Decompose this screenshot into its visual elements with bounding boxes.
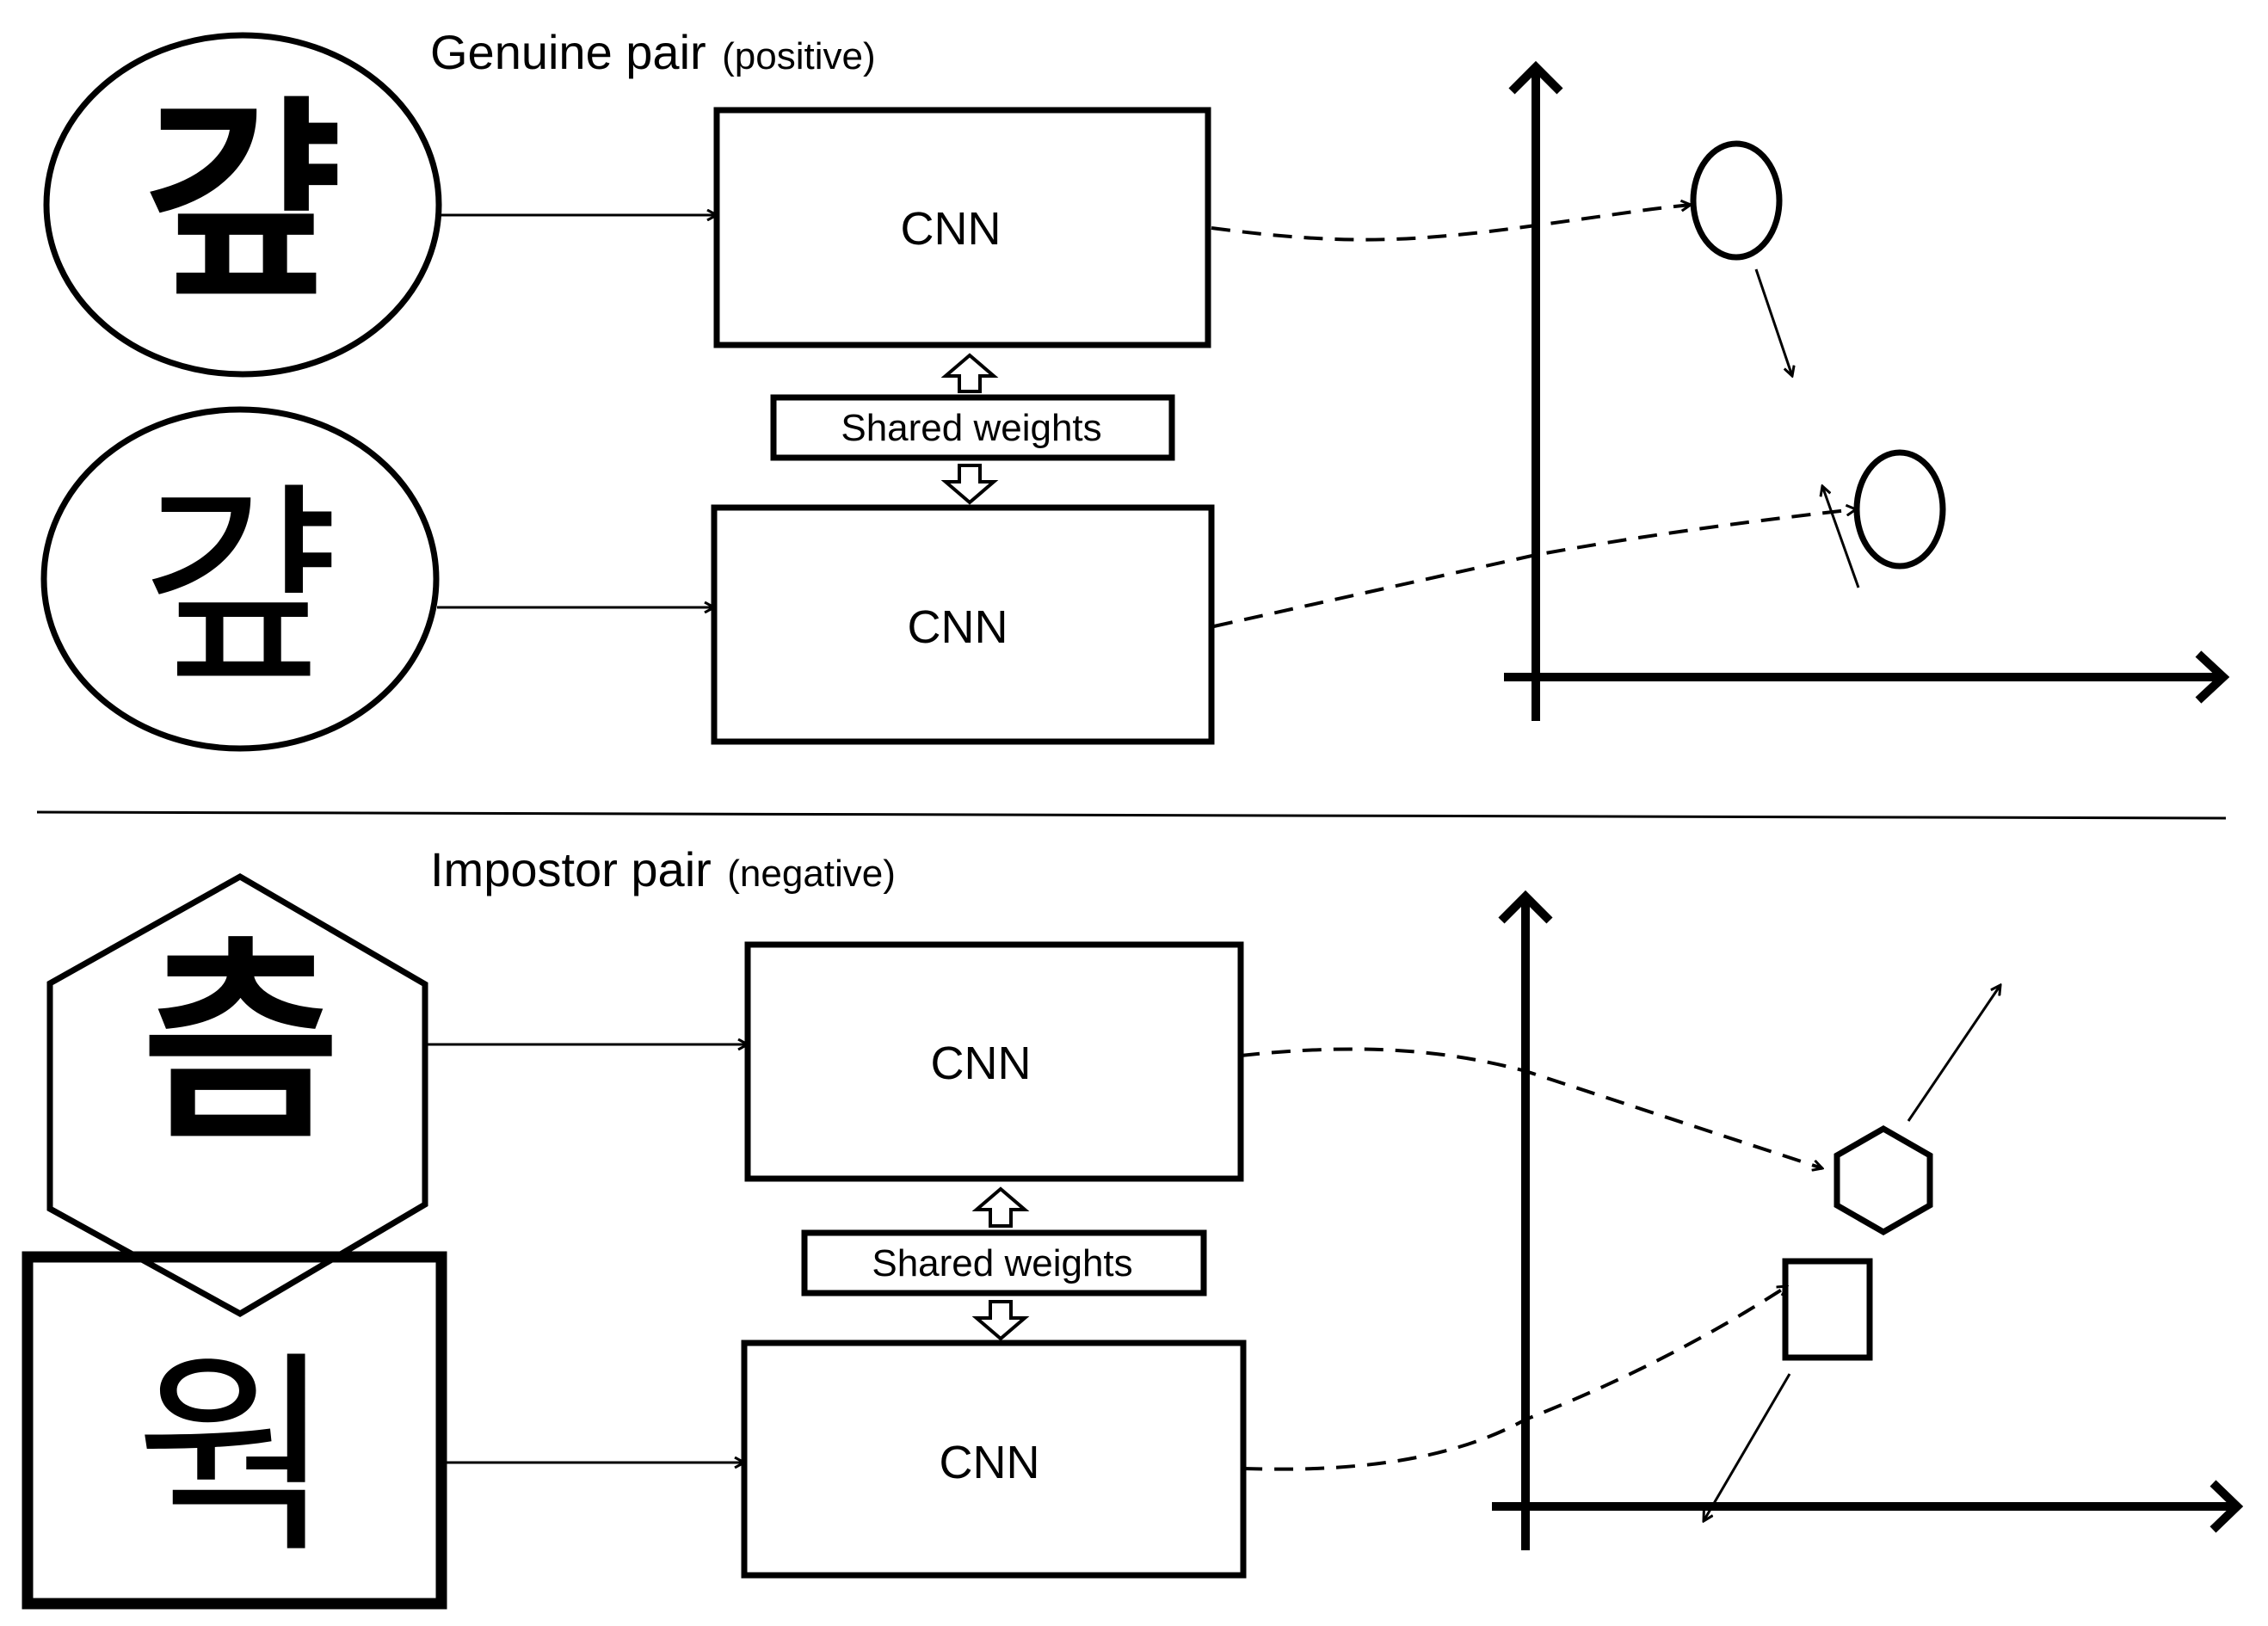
embedding-hexagon — [1834, 1124, 1933, 1236]
impostor-embedding-plot — [1240, 890, 2244, 1550]
shared-weights-box: Shared weights — [801, 1229, 1207, 1296]
cnn-box-top: CNN — [744, 941, 1244, 1182]
x-axis-arrowhead-icon — [2195, 650, 2230, 704]
hollow-up-arrow-icon — [971, 1186, 1030, 1228]
impostor-title: Impostor pair (negative) — [430, 842, 896, 896]
impostor-input-a: 츰 — [46, 872, 428, 1318]
genuine-input-a: 걒 — [43, 32, 442, 378]
projection-line — [1240, 1047, 1822, 1168]
shared-weights-label: Shared weights — [872, 1242, 1132, 1284]
embedding-circle-a — [1690, 140, 1783, 261]
cnn-label: CNN — [940, 1437, 1040, 1488]
genuine-section: Genuine pair (positive) 걒 걒 CNN CNN Shar… — [40, 25, 2230, 752]
impostor-section: Impostor pair (negative) 츰 웍 CNN CNN Sha… — [22, 842, 2244, 1610]
attract-arrow — [1754, 268, 1792, 376]
projection-line — [1242, 1286, 1787, 1471]
repel-arrow — [1907, 985, 2000, 1122]
hollow-down-arrow-icon — [971, 1300, 1030, 1341]
cnn-label: CNN — [931, 1038, 1032, 1089]
impostor-char-b: 웍 — [135, 1332, 333, 1582]
cnn-box-bottom: CNN — [711, 504, 1215, 745]
attract-arrow — [1822, 486, 1860, 588]
genuine-input-b: 걒 — [40, 406, 440, 752]
cnn-label: CNN — [901, 203, 1001, 255]
genuine-char-b: 걒 — [141, 463, 339, 713]
section-divider — [36, 810, 2227, 820]
projection-line — [1211, 205, 1691, 242]
shared-weights-box: Shared weights — [770, 394, 1175, 461]
ellipse-shape — [40, 406, 440, 752]
hollow-down-arrow-icon — [940, 464, 999, 505]
cnn-box-top: CNN — [713, 107, 1211, 348]
genuine-title: Genuine pair (positive) — [430, 25, 876, 79]
genuine-char-a: 걒 — [144, 77, 342, 328]
projection-line — [1213, 509, 1856, 628]
cnn-box-bottom: CNN — [741, 1340, 1247, 1579]
embedding-square — [1782, 1258, 1873, 1361]
hexagon-shape — [46, 872, 428, 1318]
ellipse-shape — [43, 32, 442, 378]
square-shape — [22, 1251, 447, 1610]
impostor-input-b: 웍 — [22, 1251, 447, 1610]
shared-weights-label: Shared weights — [841, 407, 1101, 449]
impostor-char-a: 츰 — [142, 919, 340, 1169]
repel-arrow — [1704, 1373, 1791, 1521]
embedding-circle-b — [1853, 449, 1946, 570]
x-axis-arrowhead-icon — [2209, 1480, 2244, 1533]
cnn-label: CNN — [908, 601, 1008, 653]
hollow-up-arrow-icon — [940, 353, 999, 393]
y-axis-arrowhead-icon — [1508, 60, 1563, 95]
y-axis-arrowhead-icon — [1498, 890, 1553, 924]
genuine-embedding-plot — [1211, 60, 2230, 721]
